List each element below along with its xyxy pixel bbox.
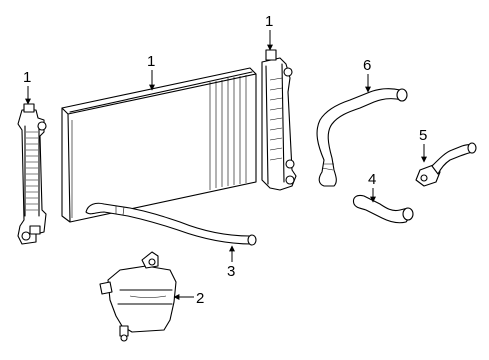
heater-hose-flange <box>415 142 477 187</box>
lower-radiator-hose <box>85 202 257 246</box>
bypass-hose <box>352 194 414 224</box>
coolant-reservoir <box>99 251 177 342</box>
callout-2: 2 <box>196 290 204 307</box>
callout-5: 5 <box>419 127 427 144</box>
radiator-core <box>61 67 257 223</box>
right-radiator-tank <box>261 49 297 191</box>
callout-1-center: 1 <box>147 53 155 70</box>
callout-4: 4 <box>368 171 376 188</box>
callout-1-left: 1 <box>23 69 31 86</box>
upper-radiator-hose <box>316 88 408 187</box>
leader-lines <box>25 30 427 300</box>
callout-1-right: 1 <box>265 13 273 30</box>
callout-labels: 1 1 1 2 3 4 5 6 <box>23 13 427 307</box>
callout-6: 6 <box>363 57 371 74</box>
left-radiator-tank <box>17 103 47 245</box>
callout-3: 3 <box>227 263 235 280</box>
